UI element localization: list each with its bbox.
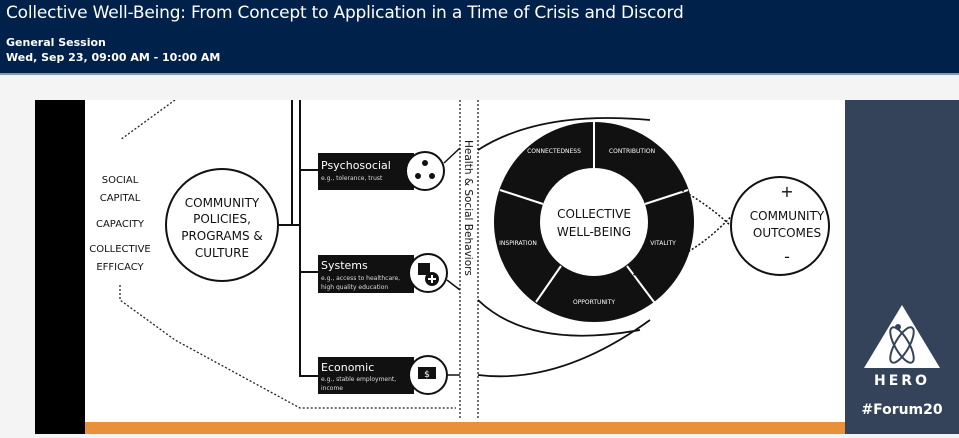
svg-text:CAPACITY: CAPACITY [96, 219, 145, 230]
svg-text:COMMUNITY: COMMUNITY [185, 196, 260, 210]
svg-text:Psychosocial: Psychosocial [321, 159, 391, 172]
svg-text:e.g., tolerance, trust: e.g., tolerance, trust [321, 175, 383, 182]
box-psychosocial: Psychosocial e.g., tolerance, trust [318, 151, 445, 191]
brand-panel [845, 100, 959, 434]
hero-logo: HERO [864, 305, 940, 389]
slide-diagram: SOCIAL CAPITAL CAPACITY COLLECTIVE EFFIC… [35, 99, 959, 434]
left-black-bar [35, 100, 85, 434]
svg-text:+: + [780, 182, 793, 201]
session-title: Collective Well-Being: From Concept to A… [6, 3, 684, 23]
svg-text:CONTRIBUTION: CONTRIBUTION [609, 148, 655, 155]
session-datetime: Wed, Sep 23, 09:00 AM - 10:00 AM [6, 51, 221, 64]
svg-text:CAPITAL: CAPITAL [100, 193, 141, 204]
outcomes-circle [730, 176, 830, 276]
svg-text:-: - [784, 247, 790, 266]
svg-text:$: $ [424, 370, 430, 380]
svg-text:e.g., stable employment,: e.g., stable employment, [321, 376, 396, 383]
svg-text:EFFICACY: EFFICACY [96, 262, 144, 273]
svg-text:PROGRAMS &: PROGRAMS & [181, 229, 263, 243]
session-type: General Session [6, 36, 106, 49]
connector-lines [278, 100, 318, 377]
svg-text:VITALITY: VITALITY [650, 240, 676, 247]
funnel-curves [477, 117, 651, 378]
svg-text:COMMUNITY: COMMUNITY [750, 209, 825, 223]
svg-text:COLLECTIVE: COLLECTIVE [89, 244, 151, 255]
box-systems: Systems e.g., access to healthcare, high… [318, 253, 448, 293]
svg-text:POLICIES,: POLICIES, [193, 212, 251, 226]
hashtag: #Forum20 [861, 402, 943, 418]
svg-text:CONNECTEDNESS: CONNECTEDNESS [527, 148, 581, 155]
svg-text:CULTURE: CULTURE [195, 246, 249, 260]
policies-text: COMMUNITY POLICIES, PROGRAMS & CULTURE [181, 196, 263, 260]
svg-text:OUTCOMES: OUTCOMES [753, 226, 821, 240]
outcomes-text: + COMMUNITY OUTCOMES - [750, 182, 825, 266]
svg-text:SOCIAL: SOCIAL [102, 175, 139, 186]
presentation-slide[interactable]: SOCIAL CAPITAL CAPACITY COLLECTIVE EFFIC… [35, 99, 959, 434]
dotted-bracket [119, 99, 456, 409]
svg-text:OPPORTUNITY: OPPORTUNITY [573, 299, 615, 306]
dotted-crossing-lines [589, 161, 736, 283]
svg-text:Economic: Economic [321, 361, 374, 374]
svg-text:INSPIRATION: INSPIRATION [499, 240, 537, 247]
svg-text:e.g., access to healthcare,: e.g., access to healthcare, [321, 275, 400, 282]
people-network-icon [405, 151, 445, 191]
svg-text:Systems: Systems [321, 259, 368, 272]
box-economic: Economic e.g., stable employment, income… [318, 355, 448, 395]
behaviors-label: Health & Social Behaviors [462, 140, 474, 276]
svg-text:income: income [321, 385, 343, 392]
wellbeing-wheel: CONNECTEDNESS CONTRIBUTION VITALITY OPPO… [494, 122, 694, 322]
svg-text:high quality education: high quality education [321, 284, 388, 291]
behaviors-band [459, 100, 479, 420]
box-connectors [443, 147, 461, 376]
left-labels: SOCIAL CAPITAL CAPACITY COLLECTIVE EFFIC… [89, 175, 151, 273]
session-header: Collective Well-Being: From Concept to A… [0, 0, 959, 75]
svg-text:COLLECTIVE: COLLECTIVE [557, 207, 631, 221]
svg-text:HERO: HERO [874, 373, 930, 389]
accent-strip [85, 422, 845, 434]
svg-text:WELL-BEING: WELL-BEING [557, 225, 631, 239]
